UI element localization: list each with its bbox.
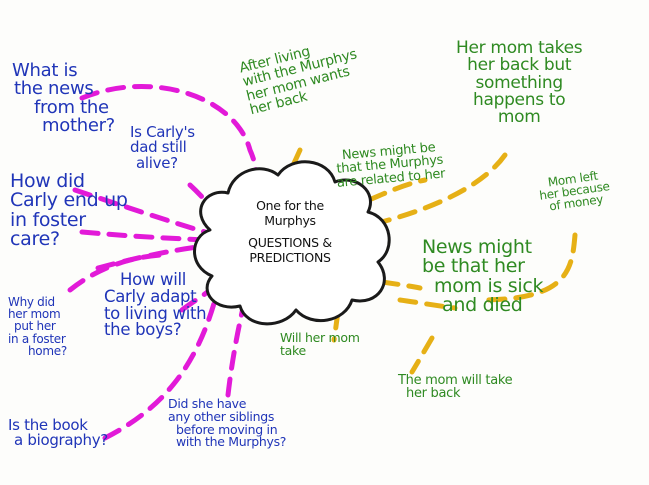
- center-line: PREDICTIONS: [249, 249, 331, 265]
- prediction-something-happens: Her mom takes her back but something hap…: [456, 38, 583, 128]
- question-line: in foster: [10, 208, 86, 231]
- question-line: Carly adapt: [104, 286, 197, 306]
- prediction-line: take: [280, 342, 306, 358]
- prediction-line: her back: [406, 386, 461, 402]
- question-line: home?: [28, 343, 67, 358]
- connector-left-money: [477, 232, 578, 303]
- question-line: the boys?: [104, 320, 182, 340]
- connector-mom-will-take-back: [409, 335, 435, 375]
- question-line: a biography?: [14, 431, 108, 450]
- question-line: Is the book: [8, 416, 88, 434]
- question-line: Why did: [8, 295, 55, 309]
- question-line: put her: [14, 319, 56, 334]
- question-line: Did she have: [168, 396, 247, 411]
- prediction-line: mom: [497, 107, 541, 128]
- prediction-line: and died: [442, 294, 523, 317]
- question-line: to living with: [104, 303, 207, 323]
- prediction-line: be that her: [422, 255, 525, 278]
- question-line: What is: [12, 60, 78, 81]
- center-line: One for the: [256, 198, 324, 213]
- center-cloud: [193, 160, 391, 326]
- connector-foster-care-a: [72, 187, 208, 235]
- question-line: alive?: [136, 153, 178, 172]
- question-biography: Is the book a biography?: [8, 416, 108, 450]
- prediction-line: her back but: [467, 55, 572, 76]
- question-news-from-mother: What is the news from the mother?: [12, 60, 115, 137]
- question-line: mother?: [42, 115, 115, 137]
- center-line: QUESTIONS &: [248, 234, 332, 250]
- question-line: Is Carly's: [130, 123, 195, 141]
- prediction-line: mom is sick: [434, 274, 544, 297]
- center-line: Murphys: [264, 213, 316, 229]
- question-line: How did: [10, 170, 85, 192]
- connector-why-mom-foster: [67, 252, 163, 293]
- question-line: her mom: [8, 307, 61, 322]
- connector-biography: [102, 297, 218, 441]
- connector-sick-died-a: [379, 279, 423, 291]
- prediction-line: something: [475, 72, 564, 93]
- prediction-line: happens to: [472, 89, 566, 110]
- question-line: dad still: [130, 138, 187, 157]
- question-line: the news: [14, 78, 94, 100]
- prediction-sick-died: News might be that her mom is sick and d…: [422, 236, 544, 317]
- question-foster-care: How did Carly end up in foster care?: [10, 170, 128, 251]
- question-line: How will: [120, 270, 187, 289]
- prediction-line: Her mom takes: [456, 38, 583, 58]
- question-line: before moving in: [176, 421, 278, 437]
- connector-sick-died-b: [397, 297, 458, 311]
- prediction-will-take: Will her mom take: [280, 330, 360, 358]
- prediction-line: The mom will take: [398, 373, 513, 388]
- prediction-line: Will her mom: [280, 330, 360, 345]
- question-adapt-boys: How will Carly adapt to living with the …: [104, 270, 207, 340]
- connector-foster-care-b: [79, 229, 208, 243]
- question-why-mom-foster: Why did her mom put her in a foster home…: [8, 296, 67, 357]
- center-title: One for the Murphys QUESTIONS & PREDICTI…: [215, 198, 365, 265]
- question-other-siblings: Did she have any other siblings before m…: [168, 396, 287, 450]
- question-line: care?: [10, 228, 60, 251]
- prediction-line: News might: [422, 236, 532, 258]
- question-line: with the Murphys?: [176, 434, 287, 450]
- question-line: any other siblings: [168, 408, 275, 424]
- question-line: Carly end up: [10, 189, 128, 212]
- question-line: from the: [34, 96, 109, 118]
- question-line: in a foster: [8, 331, 66, 346]
- prediction-mom-will-take-back: The mom will take her back: [398, 373, 513, 402]
- question-carly-dad-alive: Is Carly's dad still alive?: [130, 123, 195, 172]
- connector-other-siblings: [225, 305, 246, 398]
- prediction-related: News might be that the Murphys are relat…: [334, 140, 446, 190]
